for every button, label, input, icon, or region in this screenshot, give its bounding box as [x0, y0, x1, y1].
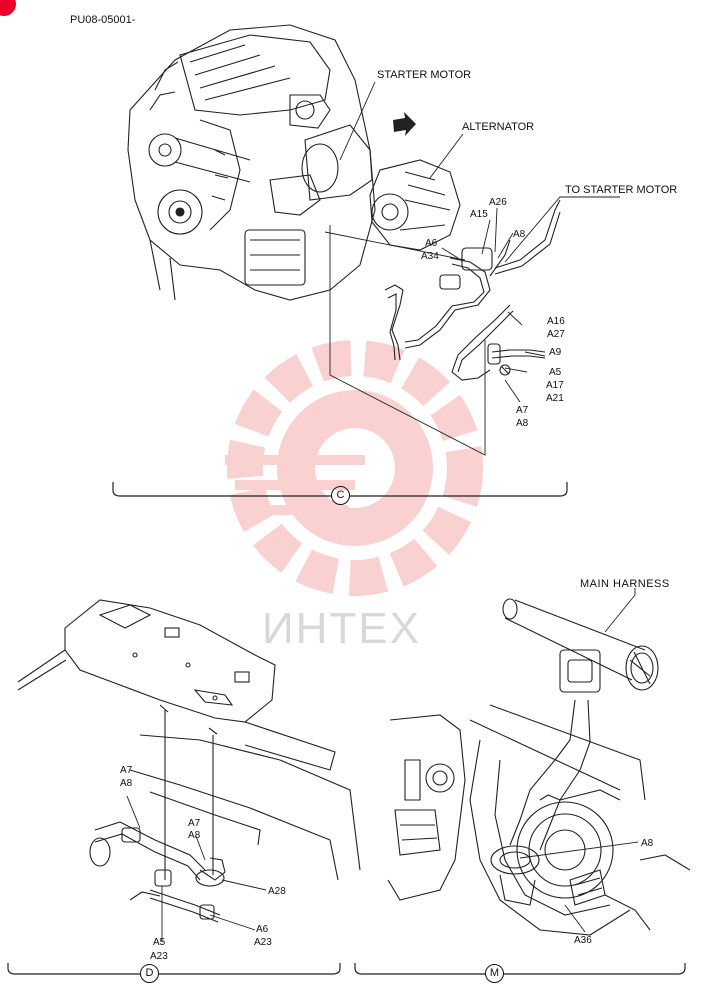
callout-a17: A17: [546, 380, 564, 391]
callout-a26: A26: [489, 197, 507, 208]
callout-a7: A7: [516, 405, 529, 416]
callout-a34: A34: [421, 251, 439, 262]
harness-cables-c: [384, 199, 561, 381]
callout-a6: A6: [256, 924, 269, 935]
callout-a5: A5: [153, 937, 166, 948]
corner-mark: [0, 0, 16, 16]
callout-a8-lower: A8: [516, 418, 529, 429]
leader-lines-c: [324, 81, 620, 456]
callout-a8-upper: A8: [513, 229, 526, 240]
direction-arrow: [393, 112, 416, 136]
leader-lines-m: [519, 588, 639, 933]
callout-alternator: ALTERNATOR: [462, 121, 535, 133]
callout-a36: A36: [574, 935, 592, 946]
watermark-logo: [225, 340, 483, 596]
diagram-code: PU08-05001-: [70, 14, 136, 26]
callout-a7-middle: A7: [188, 818, 201, 829]
section-marker-d: D: [140, 964, 159, 983]
callout-to-starter-motor: TO STARTER MOTOR: [565, 184, 678, 196]
callout-main-harness: MAIN HARNESS: [580, 578, 670, 590]
callout-a23-left: A23: [150, 951, 168, 962]
callout-a8: A8: [641, 838, 654, 849]
callout-a21: A21: [546, 393, 564, 404]
section-marker-m: M: [485, 964, 504, 983]
callout-a9: A9: [549, 347, 562, 358]
callout-a16: A16: [547, 316, 565, 327]
engine-drawing: [127, 24, 376, 301]
section-marker-c: C: [331, 486, 350, 505]
callout-a5: A5: [549, 367, 562, 378]
bracket-drawing-d: [17, 599, 361, 923]
callout-a27: A27: [547, 329, 565, 340]
callout-a8-upper: A8: [120, 778, 133, 789]
callout-a7-upper: A7: [120, 765, 133, 776]
leader-lines-d: [126, 795, 267, 942]
callout-a23-right: A23: [254, 937, 272, 948]
alternator-drawing: [369, 159, 461, 251]
callout-a15: A15: [470, 209, 488, 220]
harness-drawing-m: [387, 598, 691, 936]
callout-starter-motor: STARTER MOTOR: [377, 69, 472, 81]
watermark-text: ИНТЕХ: [262, 604, 421, 653]
callout-a6: A6: [425, 238, 438, 249]
section-brackets: [7, 482, 686, 975]
callout-a8-middle: A8: [188, 830, 201, 841]
callout-a28: A28: [268, 886, 286, 897]
